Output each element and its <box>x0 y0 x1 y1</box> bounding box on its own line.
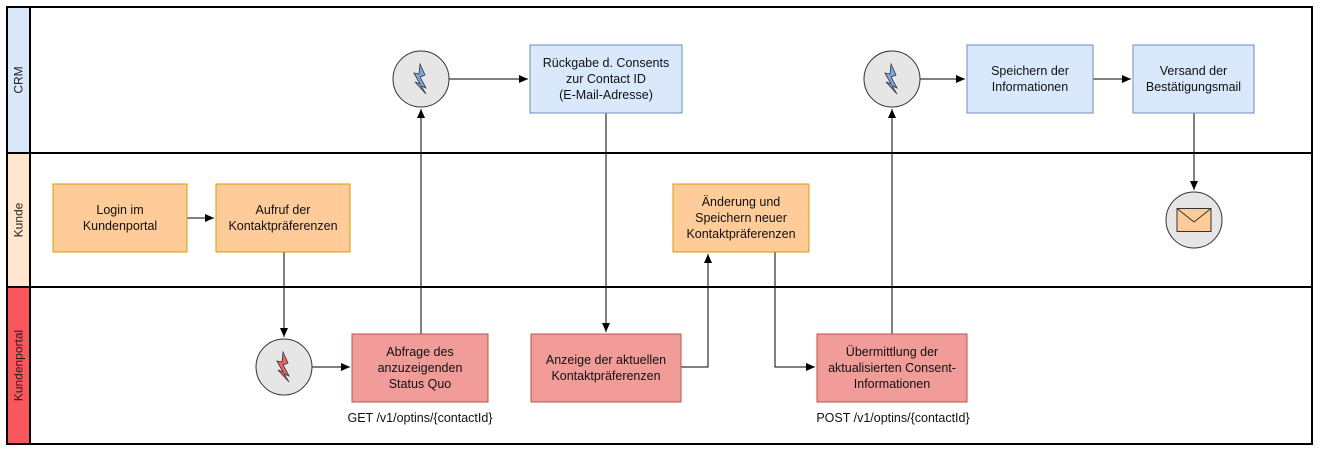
lane-kunde-body <box>6 152 1313 288</box>
event-ev_crm1 <box>392 50 450 108</box>
task-rueckgabe: Rückgabe d. Consents zur Contact ID (E-Mai… <box>529 44 683 114</box>
event-ev_mail <box>1165 191 1223 249</box>
task-aufruf-label-line: Aufruf der <box>256 203 311 217</box>
edges-layer <box>187 75 1198 371</box>
task-uebermittlung: Übermittlung der aktualisierten Consent- I… <box>816 333 968 403</box>
task-abfrage-label-line: Abfrage des <box>386 345 453 359</box>
lane-kunde: Kunde <box>6 152 1313 288</box>
edge-aenderung-to-uebermittlung <box>774 252 815 371</box>
task-abfrage-label-line: Status Quo <box>389 377 452 391</box>
task-rueckgabe-label-line: Rückgabe d. Consents <box>543 56 669 70</box>
task-speichern-label-line: Speichern der <box>991 64 1069 78</box>
event-ev_portal <box>255 338 313 396</box>
envelope-icon <box>1176 208 1212 232</box>
task-uebermittlung-box <box>816 333 968 403</box>
task-uebermittlung-label-line: aktualisierten Consent- <box>828 361 956 375</box>
annotations-layer: GET /v1/optins/{contactId} POST /v1/optin… <box>348 411 970 425</box>
edge-anzeige-to-aenderung <box>681 254 712 368</box>
lane-kunde-label: Kunde <box>12 202 26 237</box>
lane-crm-label: CRM <box>12 66 26 93</box>
task-rueckgabe-label-line: (E-Mail-Adresse) <box>559 88 653 102</box>
task-aenderung-label-line: Speichern neuer <box>695 211 787 225</box>
task-versand-box <box>1132 44 1255 114</box>
task-speichern-label-line: Informationen <box>992 80 1068 94</box>
nodes-layer: Login im Kundenportal Aufruf derKontaktprä… <box>52 44 1255 403</box>
annotation-get: GET /v1/optins/{contactId} <box>348 411 493 425</box>
task-aufruf-box <box>215 183 351 253</box>
lightning-icon <box>884 62 898 95</box>
task-aenderung-box <box>672 183 810 253</box>
task-login-label-line: Login im <box>96 203 143 217</box>
task-versand-label-line: Versand der <box>1160 64 1227 78</box>
task-rueckgabe-label-line: zur Contact ID <box>566 72 646 86</box>
task-aenderung-label-line: Änderung und <box>702 195 781 209</box>
task-versand-label-line: Bestätigungsmail <box>1146 80 1241 94</box>
task-login-box <box>52 183 188 253</box>
envelope-icon-body <box>1176 208 1212 232</box>
task-aufruf-label-line: Kontaktpräferenzen <box>228 219 337 233</box>
task-abfrage-label-line: anzuzeigenden <box>378 361 463 375</box>
lightning-icon <box>413 62 427 95</box>
task-speichern-box <box>966 44 1094 114</box>
task-anzeige-label-line: Anzeige der aktuellen <box>546 353 666 367</box>
lightning-icon <box>276 350 290 383</box>
envelope-icon-flap <box>1176 208 1212 223</box>
lane-portal-header <box>6 286 31 445</box>
task-anzeige-box <box>530 333 682 403</box>
event-ev_crm2 <box>863 50 921 108</box>
task-aenderung-label-line: Kontaktpräferenzen <box>686 227 795 241</box>
task-anzeige-label-line: Kontaktpräferenzen <box>551 369 660 383</box>
task-rueckgabe-box <box>529 44 683 114</box>
task-login: Login im Kundenportal <box>52 183 188 253</box>
task-login-label-line: Kundenportal <box>83 219 157 233</box>
task-uebermittlung-label-line: Informationen <box>854 377 930 391</box>
lane-portal-label: Kundenportal <box>12 330 26 401</box>
task-abfrage-box <box>351 333 489 403</box>
annotation-post: POST /v1/optins/{contactId} <box>816 411 969 425</box>
task-uebermittlung-label-line: Übermittlung der <box>846 345 938 359</box>
